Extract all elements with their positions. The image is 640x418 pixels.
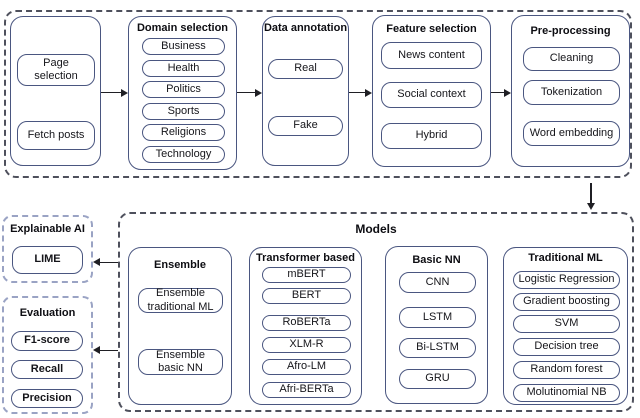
node-logistic-regression: Logistic Regression	[513, 271, 620, 289]
domain-selection-group: Domain selection Business Health Politic…	[128, 16, 237, 170]
node-gradient-boosting: Gradient boosting	[513, 293, 620, 311]
node-lime: LIME	[12, 246, 83, 274]
node-religions: Religions	[142, 124, 225, 141]
node-politics: Politics	[142, 81, 225, 98]
node-technology: Technology	[142, 146, 225, 163]
node-mbert: mBERT	[262, 267, 351, 283]
basic-nn-group: Basic NN CNN LSTM Bi-LSTM GRU	[385, 246, 488, 404]
domain-selection-title: Domain selection	[136, 22, 229, 34]
node-word-embedding: Word embedding	[523, 121, 620, 146]
ensemble-group: Ensemble Ensemble traditional ML Ensembl…	[128, 247, 232, 405]
node-social-context: Social context	[381, 82, 482, 108]
node-fake: Fake	[268, 116, 343, 136]
node-precision: Precision	[11, 389, 83, 408]
node-business: Business	[142, 38, 225, 55]
node-decision-tree: Decision tree	[513, 338, 620, 356]
transformer-title: Transformer based	[255, 252, 356, 264]
node-xlm-r: XLM-R	[262, 337, 351, 353]
traditional-ml-title: Traditional ML	[528, 252, 603, 264]
traditional-ml-group: Traditional ML Logistic Regression Gradi…	[503, 247, 628, 405]
node-fetch-posts: Fetch posts	[17, 121, 95, 150]
evaluation-title: Evaluation	[19, 307, 76, 319]
node-bi-lstm: Bi-LSTM	[399, 338, 476, 358]
node-gru: GRU	[399, 369, 476, 389]
node-afro-lm: Afro-LM	[262, 359, 351, 375]
node-multinomial-nb: Molutinomial NB	[513, 384, 620, 402]
node-tokenization: Tokenization	[523, 80, 620, 105]
node-cleaning: Cleaning	[523, 47, 620, 71]
transformer-group: Transformer based mBERT BERT RoBERTa XLM…	[249, 247, 362, 405]
evaluation-panel: Evaluation F1-score Recall Precision	[2, 296, 93, 414]
node-roberta: RoBERTa	[262, 315, 351, 331]
models-title: Models	[355, 222, 397, 236]
node-f1-score: F1-score	[11, 331, 83, 351]
node-afri-berta: Afri-BERTa	[262, 382, 351, 398]
node-cnn: CNN	[399, 272, 476, 293]
node-news-content: News content	[381, 42, 482, 69]
node-hybrid: Hybrid	[381, 123, 482, 149]
feature-selection-title: Feature selection	[386, 23, 477, 35]
preprocessing-title: Pre-processing	[530, 25, 611, 37]
node-lstm: LSTM	[399, 307, 476, 328]
node-real: Real	[268, 59, 343, 79]
data-pipeline-container: Page selection Fetch posts Domain select…	[4, 10, 632, 178]
node-bert: BERT	[262, 288, 351, 304]
explainable-ai-title: Explainable AI	[10, 223, 85, 235]
feature-selection-group: Feature selection News content Social co…	[372, 15, 491, 167]
preprocessing-group: Pre-processing Cleaning Tokenization Wor…	[511, 15, 630, 167]
node-page-selection: Page selection	[17, 54, 95, 86]
ensemble-title: Ensemble	[154, 259, 206, 271]
source-group: Page selection Fetch posts	[10, 16, 101, 166]
models-container: Models Ensemble Ensemble traditional ML …	[118, 212, 634, 412]
node-ensemble-traditional-ml: Ensemble traditional ML	[138, 287, 223, 313]
node-sports: Sports	[142, 103, 225, 120]
node-health: Health	[142, 60, 225, 77]
node-random-forest: Random forest	[513, 361, 620, 379]
explainable-ai-panel: Explainable AI LIME	[2, 215, 93, 283]
data-annotation-title: Data annotation	[263, 22, 348, 34]
node-recall: Recall	[11, 360, 83, 379]
node-svm: SVM	[513, 315, 620, 333]
basic-nn-title: Basic NN	[412, 254, 461, 266]
node-ensemble-basic-nn: Ensemble basic NN	[138, 349, 223, 375]
data-annotation-group: Data annotation Real Fake	[262, 16, 349, 166]
